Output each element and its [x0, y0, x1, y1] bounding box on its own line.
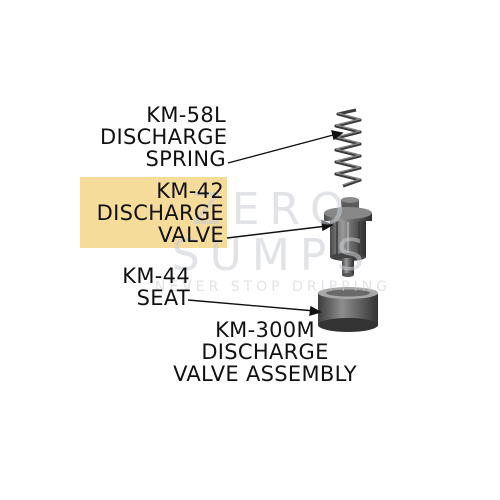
watermark-line-1: ZERO [191, 184, 355, 235]
valve-label: KM-42 DISCHARGE VALVE [80, 180, 224, 246]
seat-leader-line [187, 299, 316, 312]
seat-icon [318, 287, 378, 332]
valve-label-highlight [80, 177, 227, 248]
assembly-label: KM-300M DISCHARGE VALVE ASSEMBLY [150, 319, 380, 385]
spring-label-line-2: DISCHARGE [100, 125, 228, 149]
spring-label: KM-58L DISCHARGE SPRING [100, 103, 228, 171]
seat-part-number: KM-44 [122, 264, 190, 288]
valve-label-line-3: VALVE [158, 223, 224, 247]
watermark-line-3: NEVER STOP DRIPPING [154, 279, 392, 295]
assembly-label-line-3: VALVE ASSEMBLY [173, 362, 357, 386]
spring-leader-line [227, 133, 338, 164]
seat-label-line-2: SEAT [136, 286, 190, 310]
watermark-line-2: SUMPS [171, 230, 375, 281]
valve-leader-line [226, 225, 328, 239]
assembly-label-line-2: DISCHARGE [201, 340, 329, 364]
watermark: ZERO SUMPS NEVER STOP DRIPPING [128, 187, 418, 322]
spring-part-number: KM-58L [146, 103, 226, 127]
valve-part-number: KM-42 [156, 179, 224, 203]
spring-label-line-3: SPRING [145, 147, 226, 171]
valve-icon [324, 197, 372, 277]
spring-icon [334, 108, 363, 188]
valve-label-line-2: DISCHARGE [96, 201, 224, 225]
assembly-part-number: KM-300M [215, 318, 315, 342]
seat-label: KM-44 SEAT [100, 265, 190, 309]
